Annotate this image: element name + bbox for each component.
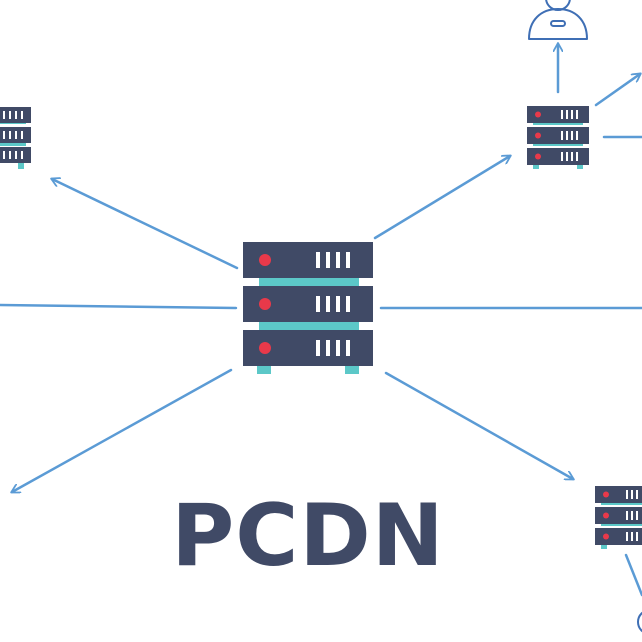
line-to-left-edge: [0, 303, 238, 310]
connections: [0, 44, 642, 597]
user-top-icon: [528, 0, 588, 40]
edge-server-top-left-icon: [0, 107, 31, 169]
line-bottom-right-server-down: [624, 553, 642, 597]
arrow-to-top-right-server: [373, 156, 510, 240]
edge-server-top-right-icon: [527, 106, 589, 169]
edge-server-bottom-right-icon: [595, 486, 642, 549]
arrow-to-top-right-offscreen: [594, 74, 640, 107]
arrow-to-bottom-right-server: [384, 371, 573, 479]
central-server-icon: [243, 242, 373, 374]
arrow-to-top-left-server: [52, 179, 239, 270]
arrow-to-bottom-left: [12, 368, 233, 492]
pcdn-title: PCDN: [171, 486, 445, 586]
user-bottom-right-icon: [637, 611, 642, 633]
